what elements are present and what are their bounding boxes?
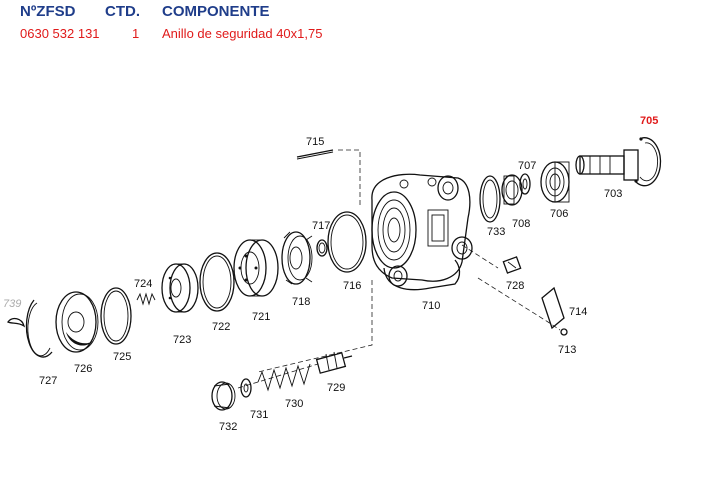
label-710: 710 (422, 300, 440, 312)
part-715-pin[interactable] (296, 149, 334, 160)
guide-line-715 (338, 149, 361, 205)
part-726-end-cover[interactable] (55, 291, 99, 353)
label-718: 718 (292, 296, 310, 308)
part-724-spring[interactable] (136, 292, 156, 306)
row-part-number: 0630 532 131 (20, 26, 100, 41)
label-717: 717 (312, 220, 330, 232)
part-703-shaft[interactable] (575, 149, 639, 181)
label-713: 713 (558, 344, 576, 356)
part-713-pin[interactable] (560, 328, 568, 336)
part-714-plate[interactable] (541, 286, 565, 330)
part-718-rotor[interactable] (281, 231, 313, 285)
label-707: 707 (518, 160, 536, 172)
part-730-spring[interactable] (257, 363, 311, 392)
part-721-cam-ring[interactable] (233, 239, 279, 297)
row-quantity: 1 (132, 26, 140, 41)
label-733: 733 (487, 226, 505, 238)
header-quantity: CTD. (105, 3, 140, 20)
label-708: 708 (512, 218, 530, 230)
part-705-snap-ring[interactable] (634, 137, 662, 187)
label-706: 706 (550, 208, 568, 220)
label-729: 729 (327, 382, 345, 394)
guide-line-730 (257, 280, 373, 373)
part-731-washer[interactable] (240, 378, 252, 398)
guide-line-731 (237, 363, 319, 389)
label-721: 721 (252, 311, 270, 323)
part-716-o-ring[interactable] (327, 211, 367, 273)
part-727-snap-ring[interactable] (25, 299, 53, 358)
part-710-pump-housing[interactable] (371, 173, 473, 291)
label-716: 716 (343, 280, 361, 292)
part-729-valve[interactable] (315, 351, 353, 374)
part-733-ring[interactable] (479, 175, 501, 223)
label-705: 705 (640, 115, 658, 127)
part-739-retainer[interactable] (7, 317, 26, 328)
label-739: 739 (3, 298, 21, 310)
label-722: 722 (212, 321, 230, 333)
label-727: 727 (39, 375, 57, 387)
part-728-plug[interactable] (502, 256, 522, 274)
label-703: 703 (604, 188, 622, 200)
part-722-o-ring[interactable] (199, 252, 235, 312)
label-728: 728 (506, 280, 524, 292)
part-723-pressure-plate[interactable] (161, 263, 199, 313)
part-707-washer[interactable] (519, 173, 531, 195)
part-717-o-ring[interactable] (316, 239, 328, 257)
part-725-o-ring[interactable] (100, 287, 132, 345)
part-706-bearing[interactable] (540, 161, 570, 203)
label-714: 714 (569, 306, 587, 318)
header-part-number: NºZFSD (20, 3, 76, 20)
label-724: 724 (134, 278, 152, 290)
label-726: 726 (74, 363, 92, 375)
guide-line-728 (461, 244, 499, 269)
label-730: 730 (285, 398, 303, 410)
guide-line-713 (477, 277, 561, 331)
part-708-bearing[interactable] (501, 174, 523, 206)
label-725: 725 (113, 351, 131, 363)
part-732-plug-screw[interactable] (211, 381, 236, 411)
label-731: 731 (250, 409, 268, 421)
label-732: 732 (219, 421, 237, 433)
header-component: COMPONENTE (162, 3, 270, 20)
label-723: 723 (173, 334, 191, 346)
label-715: 715 (306, 136, 324, 148)
row-component: Anillo de seguridad 40x1,75 (162, 26, 323, 41)
